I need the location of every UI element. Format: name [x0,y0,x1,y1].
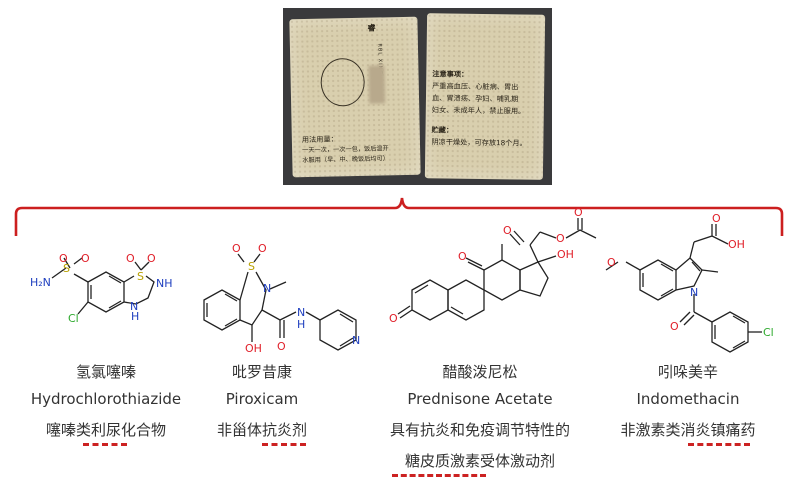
compound-3-cn: 醋酸泼尼松 [442,363,518,381]
compound-4-cn: 吲哚美辛 [657,363,718,381]
hct-cl: Cl [68,312,79,325]
pir-h: H [297,318,305,331]
pir-o2: O [258,242,267,255]
hct-h: H [131,310,139,323]
hct-o4: O [147,252,156,265]
indo-cl: Cl [763,326,774,339]
indomethacin-structure [605,224,762,353]
compound-3-underline [392,474,486,477]
compound-3-desc-2: 糖皮质激素受体激动剂 [404,452,555,470]
compound-1-cn: 氢氯噻嗪 [75,363,136,381]
pred-o2: O [458,250,467,263]
compound-4-desc: 非激素类消炎镇痛药 [620,421,756,439]
pir-o1: O [232,242,241,255]
pir-o3: O [277,340,286,353]
compound-4-en: Indomethacin [636,390,740,408]
red-bracket [14,197,784,236]
pred-o3: O [503,224,512,237]
compound-2-desc: 非甾体抗炎剂 [216,421,307,439]
indo-o2: O [712,212,721,225]
prednisone-acetate-structure [397,218,597,321]
hct-o2: O [81,252,90,265]
pred-oh: OH [557,248,574,261]
indo-o3: O [670,320,679,333]
pred-o5: O [574,206,583,219]
piroxicam-structure [203,253,357,351]
compound-1-underline [83,443,127,446]
compound-1-en: Hydrochlorothiazide [30,390,182,408]
hydrochlorothiazide-structure [51,257,155,315]
pir-n2: N [297,306,305,319]
hct-o3: O [126,252,135,265]
hct-o1: O [59,252,68,265]
compound-2-en: Piroxicam [225,390,299,408]
hct-nh1: NH [156,277,173,290]
hct-s2: S [137,270,144,283]
pir-s: S [248,260,255,273]
compound-4-underline [688,443,750,446]
pred-o1: O [389,312,398,325]
hct-s1: S [63,262,70,275]
hct-nh2: H₂N [30,276,51,289]
pred-o4: O [556,232,565,245]
indo-n: N [690,286,698,299]
compound-3-desc-1: 具有抗炎和免疫调节特性的 [389,421,570,439]
indo-o1: O [607,256,616,269]
compound-2-underline [262,443,306,446]
pir-n1: N [263,282,271,295]
compound-3-en: Prednisone Acetate [407,390,553,408]
compound-1-desc: 噻嗪类利尿化合物 [45,421,166,439]
compound-2-cn: 吡罗昔康 [231,363,292,381]
hct-n: N [130,300,138,313]
pir-n3: N [352,334,360,347]
pir-oh: OH [245,342,262,355]
product-photo: 睿 RBL XING 用法用量： 一天一次，一次一包，饭后温开 水服用（早、中、… [283,8,552,185]
indo-oh: OH [728,238,745,251]
